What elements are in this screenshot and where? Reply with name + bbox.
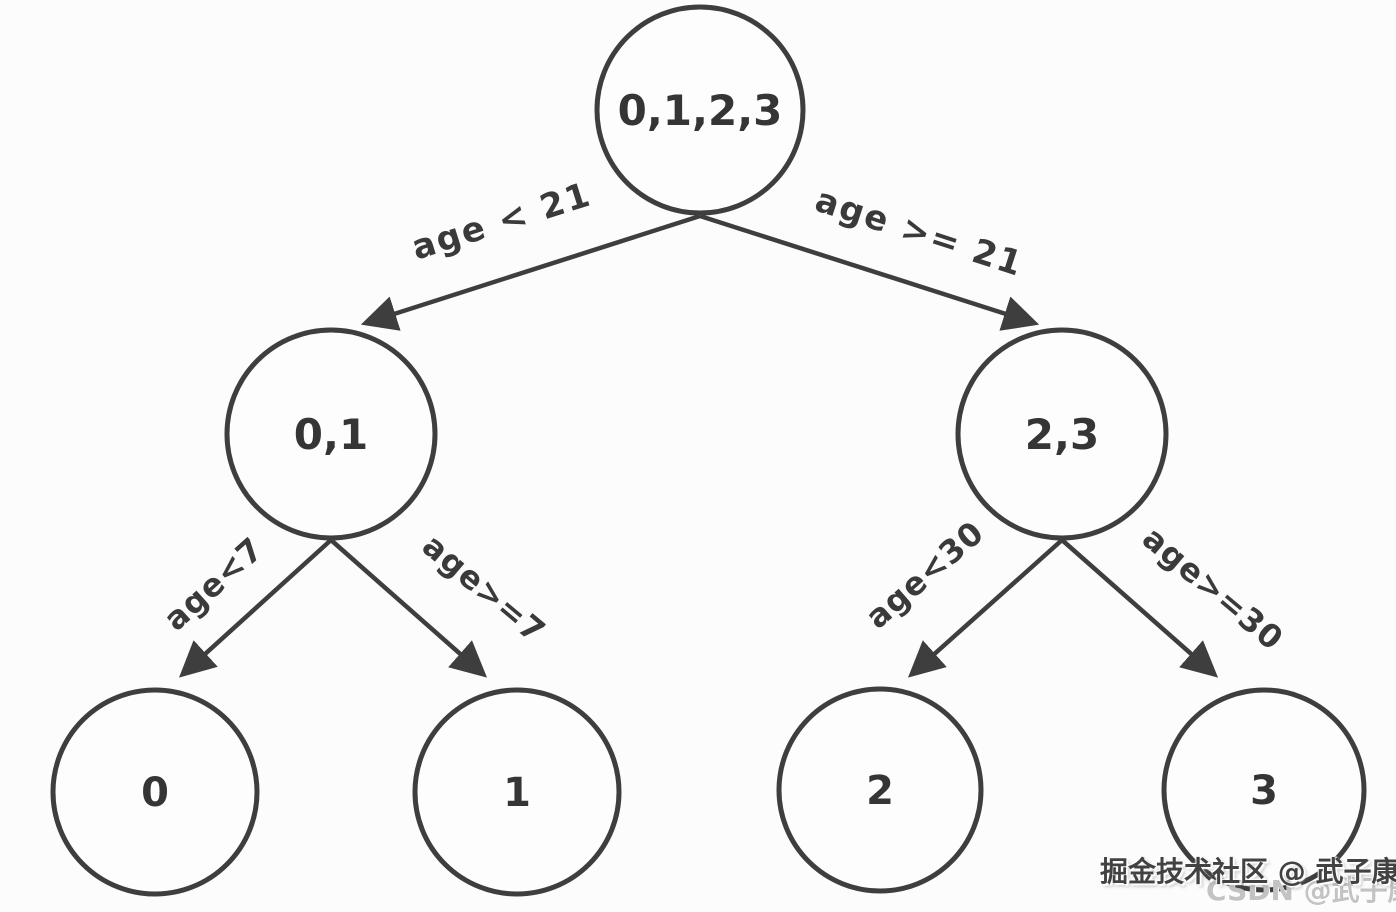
edge-right-to-leaf3-arrow	[1060, 538, 1219, 678]
node-left-circle	[224, 327, 438, 541]
node-left-label: 0,1	[294, 410, 368, 459]
node-leaf-0-circle	[50, 687, 260, 897]
edge-label-age-lt-21: age < 21	[407, 174, 596, 268]
node-root: 0,1,2,3	[594, 4, 806, 216]
node-right: 2,3	[955, 327, 1169, 541]
nodes: 0,1,2,3 0,1 2,3 0 1 2	[50, 4, 1367, 897]
edge-label-age-gte-21: age >= 21	[810, 180, 1028, 285]
node-leaf-2-label: 2	[866, 768, 894, 814]
watermark-csdn: CSDN @武子康	[1206, 874, 1396, 907]
edge-label-age-gte-30: age>=30	[1135, 519, 1291, 658]
edge-root-to-right-arrow	[699, 213, 1040, 331]
edge-right-to-leaf2-arrow	[907, 538, 1064, 678]
node-right-circle	[955, 327, 1169, 541]
edge-left-to-leaf1-arrow	[329, 538, 488, 678]
node-leaf-3-circle	[1161, 687, 1367, 893]
node-right-label: 2,3	[1025, 410, 1099, 459]
watermark-juejin: 掘金技术社区 @ 武子康	[1100, 855, 1396, 888]
node-left: 0,1	[224, 327, 438, 541]
node-leaf-0: 0	[50, 687, 260, 897]
edge-label-age-lt-30: age<30	[858, 513, 991, 636]
edge-left-to-leaf0-arrow	[178, 538, 333, 678]
node-leaf-3-label: 3	[1250, 768, 1278, 814]
node-leaf-2-circle	[776, 686, 984, 894]
node-leaf-1-label: 1	[503, 770, 531, 816]
node-leaf-3: 3	[1161, 687, 1367, 893]
node-root-circle	[594, 4, 806, 216]
node-leaf-0-label: 0	[141, 770, 169, 816]
edge-label-age-lt-7: age<7	[156, 529, 271, 638]
node-leaf-1: 1	[412, 687, 622, 897]
node-leaf-2: 2	[776, 686, 984, 894]
edge-root-to-left-arrow	[360, 213, 701, 331]
node-root-label: 0,1,2,3	[618, 86, 783, 135]
node-leaf-1-circle	[412, 687, 622, 897]
